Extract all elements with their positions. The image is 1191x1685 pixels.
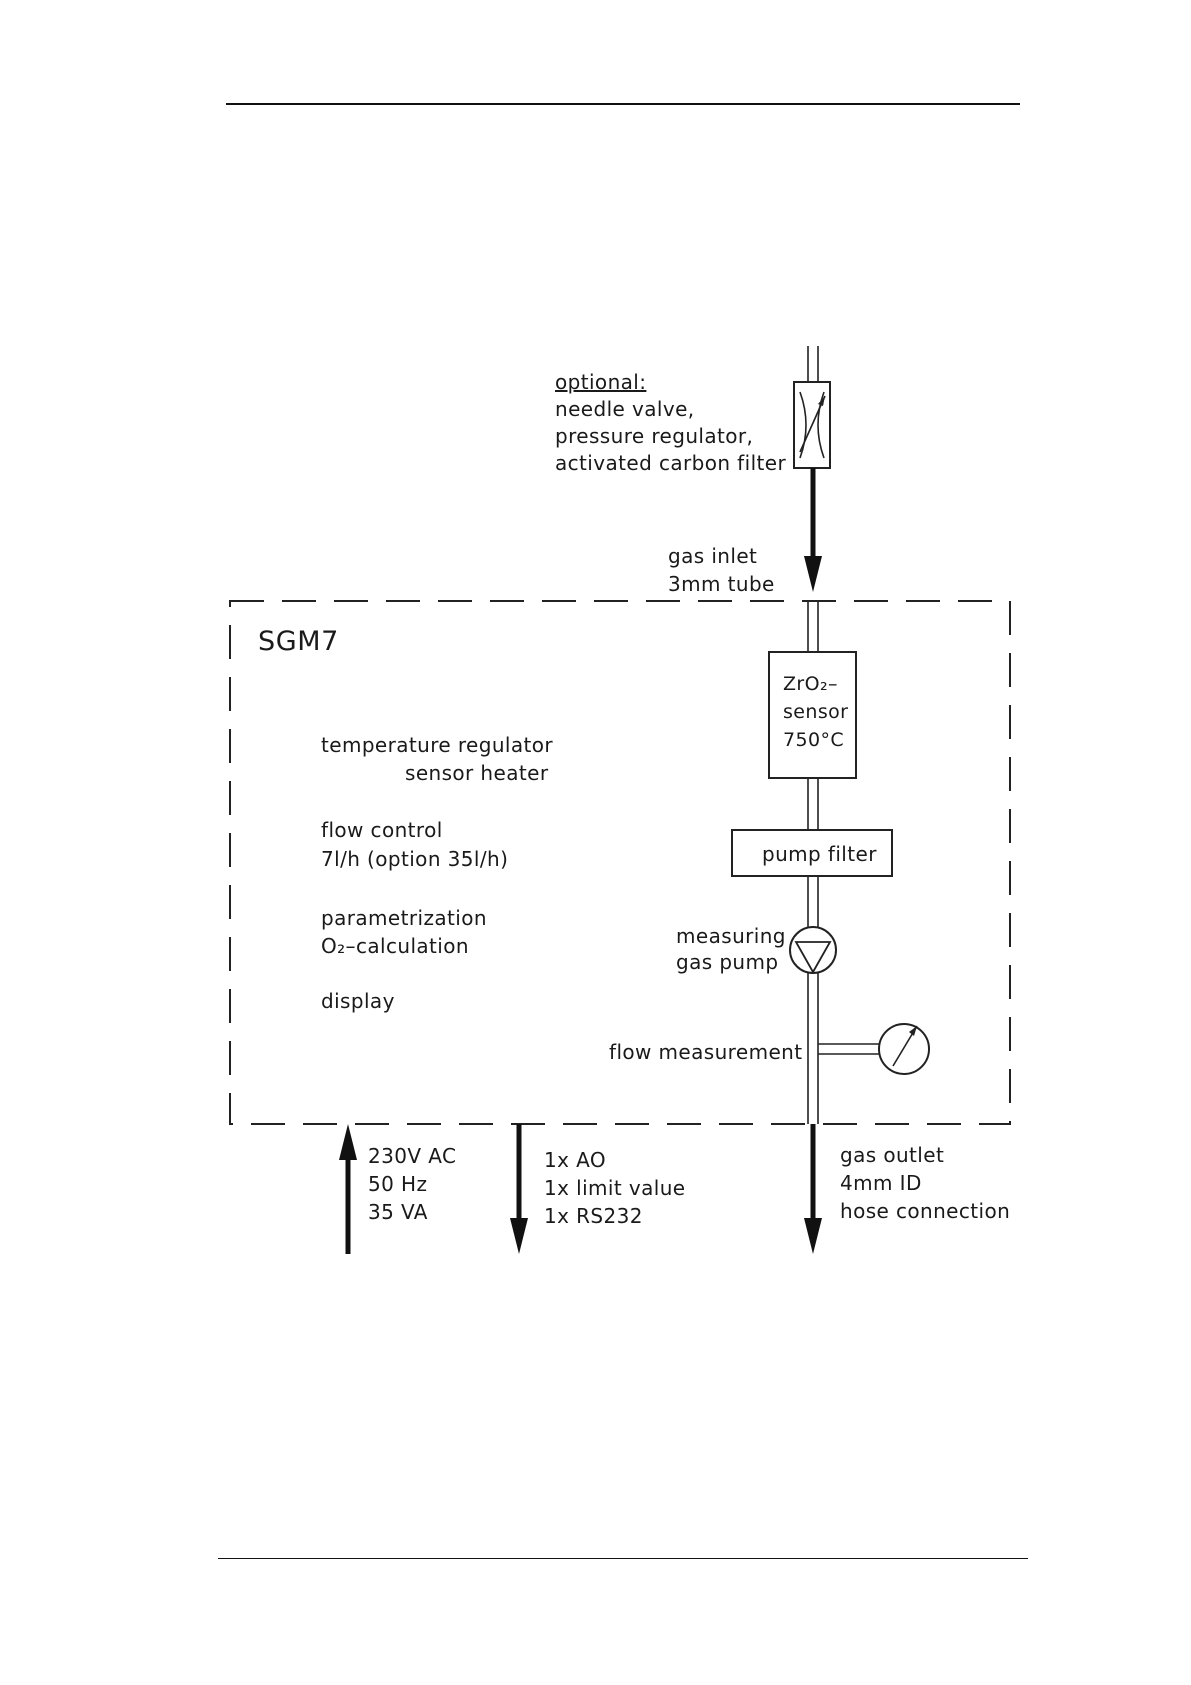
gas-inlet-line-1: gas inlet bbox=[668, 544, 757, 568]
temp-regulator-line-1: temperature regulator bbox=[321, 733, 553, 757]
power-line-2: 50 Hz bbox=[368, 1172, 427, 1196]
gas-inlet-line-2: 3mm tube bbox=[668, 572, 775, 596]
gas-pump-label: measuring gas pump bbox=[676, 924, 786, 974]
device-functions: temperature regulator sensor heater flow… bbox=[321, 733, 553, 1013]
gas-outlet-label: gas outlet 4mm ID hose connection bbox=[840, 1143, 1010, 1223]
power-label: 230V AC 50 Hz 35 VA bbox=[368, 1144, 456, 1224]
gas-pump-icon bbox=[789, 926, 837, 974]
internal-pipes bbox=[807, 601, 880, 1124]
parametrization-line-2: O₂–calculation bbox=[321, 934, 469, 958]
gas-pump-line-2: gas pump bbox=[676, 950, 778, 974]
pump-filter-label: pump filter bbox=[762, 842, 877, 866]
sensor-line-1: ZrO₂– bbox=[783, 673, 838, 695]
temp-regulator-line-2: sensor heater bbox=[405, 761, 549, 785]
footer-rule bbox=[218, 1558, 1028, 1559]
optional-components-label: optional: needle valve, pressure regulat… bbox=[555, 370, 786, 475]
inlet-arrow-icon bbox=[804, 468, 822, 592]
optional-line-2: pressure regulator, bbox=[555, 424, 753, 448]
sensor-label: ZrO₂– sensor 750°C bbox=[783, 673, 848, 751]
gas-outlet-line-2: 4mm ID bbox=[840, 1171, 922, 1195]
zro2-sensor-box bbox=[768, 651, 857, 779]
gas-inlet-label: gas inlet 3mm tube bbox=[668, 544, 775, 596]
signals-label: 1x AO 1x limit value 1x RS232 bbox=[544, 1148, 686, 1228]
inlet-pipe bbox=[807, 346, 819, 382]
sensor-line-2: sensor bbox=[783, 701, 848, 723]
optional-line-3: activated carbon filter bbox=[555, 451, 786, 475]
header-rule bbox=[226, 103, 1020, 105]
flow-control-line-2: 7l/h (option 35l/h) bbox=[321, 847, 508, 871]
power-line-3: 35 VA bbox=[368, 1200, 428, 1224]
gas-outlet-line-3: hose connection bbox=[840, 1199, 1010, 1223]
signals-line-1: 1x AO bbox=[544, 1148, 606, 1172]
gas-outlet-line-1: gas outlet bbox=[840, 1143, 944, 1167]
display-label: display bbox=[321, 989, 395, 1013]
power-line-1: 230V AC bbox=[368, 1144, 456, 1168]
parametrization-line-1: parametrization bbox=[321, 906, 487, 930]
needle-valve-icon bbox=[793, 381, 831, 469]
optional-heading: optional: bbox=[555, 370, 646, 394]
sensor-line-3: 750°C bbox=[783, 729, 844, 751]
optional-line-1: needle valve, bbox=[555, 397, 695, 421]
signals-line-2: 1x limit value bbox=[544, 1176, 686, 1200]
flow-measurement-label: flow measurement bbox=[609, 1040, 802, 1064]
outlet-arrow-icon bbox=[804, 1124, 822, 1254]
device-boundary bbox=[229, 600, 1011, 1125]
signals-arrow-icon bbox=[510, 1124, 528, 1254]
signals-line-3: 1x RS232 bbox=[544, 1204, 643, 1228]
flow-meter-gauge-icon bbox=[878, 1023, 930, 1075]
flow-control-line-1: flow control bbox=[321, 818, 443, 842]
gas-pump-line-1: measuring bbox=[676, 924, 786, 948]
pump-filter-box bbox=[731, 829, 893, 877]
device-title: SGM7 bbox=[258, 626, 339, 657]
power-arrow-icon bbox=[339, 1124, 357, 1254]
